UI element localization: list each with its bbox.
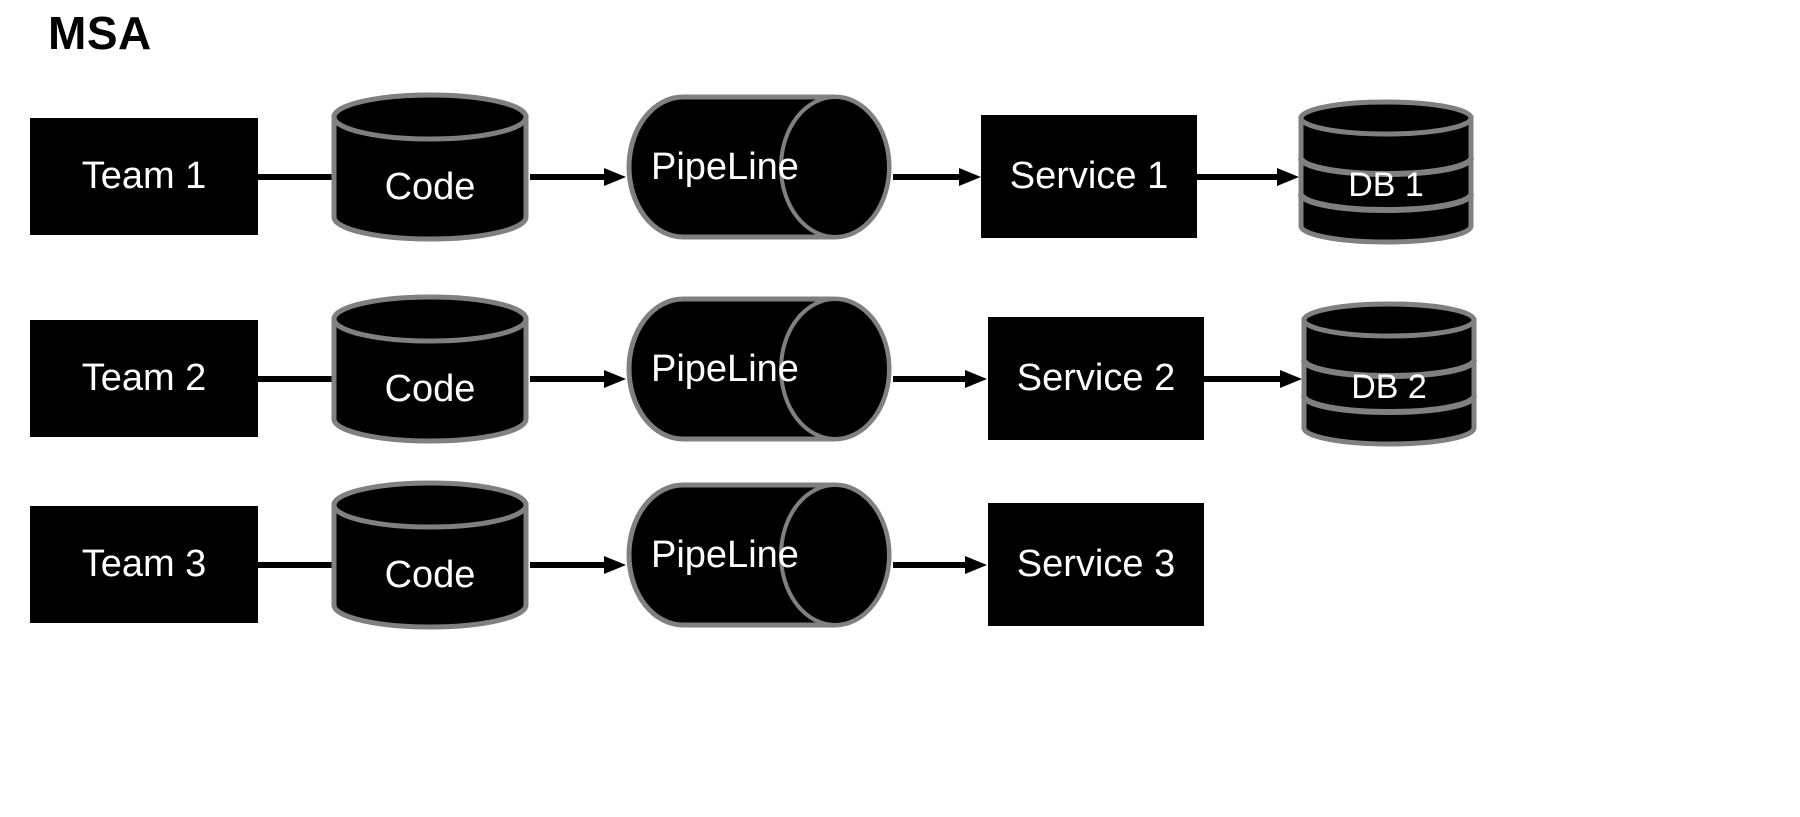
arrow-pipeline-3-to-service-3 (893, 554, 989, 576)
arrow-code-2-to-pipeline-2 (530, 368, 628, 390)
node-pipeline-3[interactable]: PipeLine (625, 481, 893, 629)
arrow-service-2-to-db-2 (1204, 368, 1304, 390)
node-pipeline-1[interactable]: PipeLine (625, 93, 893, 241)
node-label: Team 1 (81, 155, 207, 197)
node-code-1[interactable]: Code (330, 92, 530, 242)
node-service-3[interactable]: Service 3 (988, 503, 1204, 626)
arrow-pipeline-2-to-service-2 (893, 368, 989, 390)
node-team-1[interactable]: Team 1 (30, 118, 258, 235)
node-label: Service 3 (1016, 543, 1176, 585)
node-code-3[interactable]: Code (330, 480, 530, 630)
node-team-2[interactable]: Team 2 (30, 320, 258, 437)
node-label: Team 2 (81, 357, 207, 399)
node-label: Service 1 (1009, 155, 1169, 197)
arrow-code-1-to-pipeline-1 (530, 166, 628, 188)
node-label: Team 3 (81, 543, 207, 585)
arrow-code-3-to-pipeline-3 (530, 554, 628, 576)
node-team-3[interactable]: Team 3 (30, 506, 258, 623)
node-service-1[interactable]: Service 1 (981, 115, 1197, 238)
arrow-pipeline-1-to-service-1 (893, 166, 983, 188)
page-title: MSA (48, 7, 152, 59)
node-db-1[interactable]: DB 1 (1297, 99, 1475, 248)
node-service-2[interactable]: Service 2 (988, 317, 1204, 440)
node-label: Service 2 (1016, 357, 1176, 399)
arrow-service-1-to-db-1 (1197, 166, 1301, 188)
node-db-2[interactable]: DB 2 (1300, 301, 1478, 450)
node-pipeline-2[interactable]: PipeLine (625, 295, 893, 443)
node-code-2[interactable]: Code (330, 294, 530, 444)
